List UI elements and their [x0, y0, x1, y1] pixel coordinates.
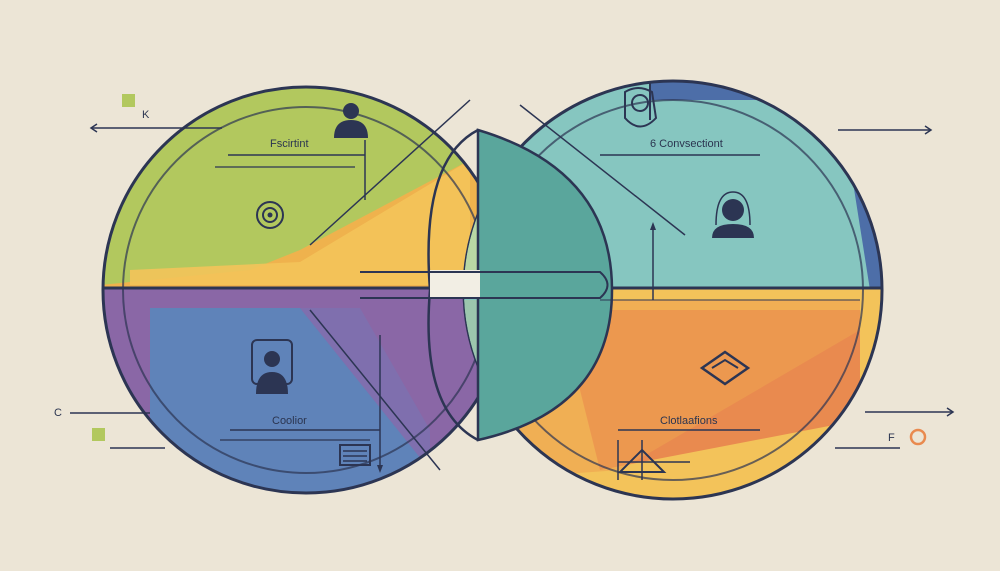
label-top-right: 6 Convsectiont: [650, 138, 723, 150]
top-right-content: 6 Convsectiont: [519, 87, 760, 300]
badge-left-bottom: [92, 428, 105, 441]
badge-top-left: [122, 94, 135, 107]
bottom-right-content: Clotlaafions: [600, 299, 860, 480]
top-left-quadrant: [103, 87, 470, 285]
circle-icon: [909, 428, 927, 446]
mark-left-middle: C: [54, 407, 62, 419]
person-card-icon: [251, 339, 293, 394]
person-icon-top-right: [712, 191, 754, 238]
mark-top-left: K: [142, 109, 150, 121]
list-icon: [339, 444, 371, 466]
side-annotations: K C F: [54, 94, 955, 449]
left-circle: [101, 85, 511, 495]
head-badge-icon: [624, 87, 658, 128]
bottom-left-content: Coolior: [220, 309, 441, 473]
person-icon-top-left: [334, 103, 368, 138]
label-bottom-left: Coolior: [272, 415, 307, 427]
diamond-icon: [699, 350, 751, 386]
label-top-left: Fscirtint: [270, 138, 309, 150]
mark-right-bottom: F: [888, 432, 895, 444]
top-left-content: Fscirtint: [215, 99, 471, 246]
triangle-icon: [617, 440, 667, 480]
target-icon: [256, 201, 284, 229]
label-bottom-right: Clotlaafions: [660, 415, 718, 427]
